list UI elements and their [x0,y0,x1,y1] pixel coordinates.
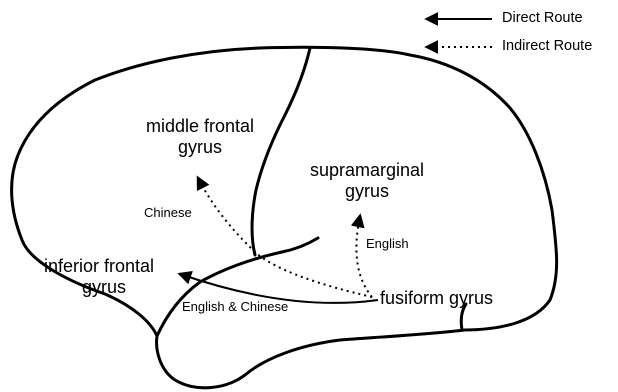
lateral-sulcus [157,238,318,336]
fusiform-gyrus-label: fusiform gyrus [380,288,493,309]
inferior-frontal-line1: inferior frontal [44,256,154,277]
supramarginal-line1: supramarginal [292,160,442,181]
route-both-label: English & Chinese [182,300,288,315]
middle-frontal-line1: middle frontal [130,116,270,137]
route-english-label: English [366,237,409,252]
inferior-frontal-gyrus-label: inferior frontal gyrus [44,256,154,297]
brain-outline [12,47,557,388]
supramarginal-line2: gyrus [292,181,442,202]
middle-frontal-gyrus-label: middle frontal gyrus [130,116,270,157]
indirect-route-english-arrow [356,216,372,297]
inferior-frontal-line2: gyrus [44,277,154,298]
route-chinese-label: Chinese [144,206,192,221]
legend-indirect-label: Indirect Route [502,38,592,55]
supramarginal-gyrus-label: supramarginal gyrus [292,160,442,201]
legend-direct-label: Direct Route [502,10,583,27]
middle-frontal-line2: gyrus [130,137,270,158]
